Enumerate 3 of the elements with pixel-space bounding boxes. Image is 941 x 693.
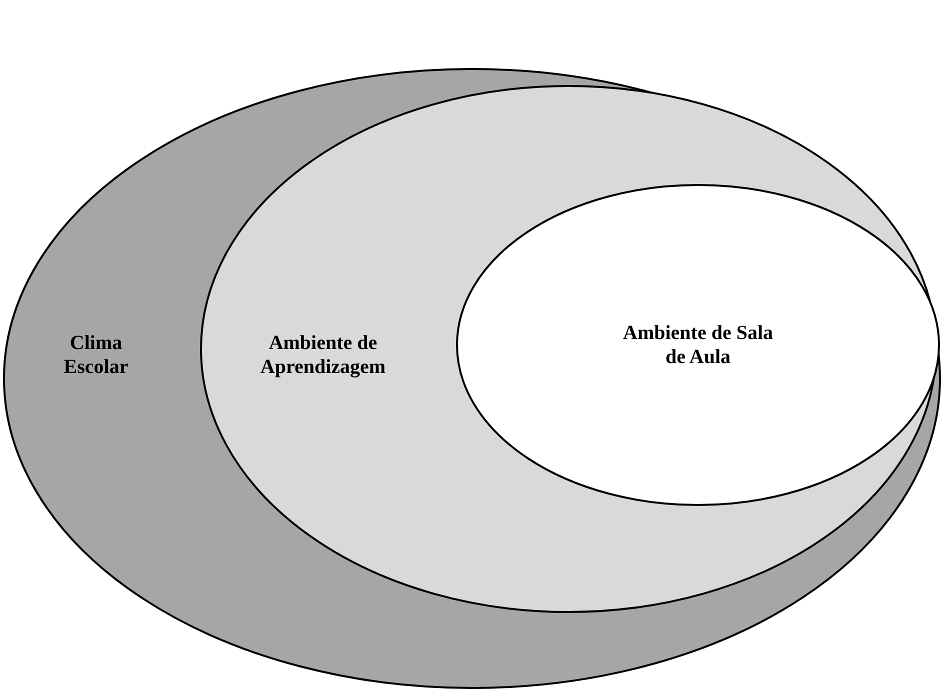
region-label: Ambiente de Sala de Aula	[623, 321, 773, 369]
region-label: Clima Escolar	[62, 331, 130, 379]
region-label: Ambiente de Aprendizagem	[259, 331, 387, 379]
